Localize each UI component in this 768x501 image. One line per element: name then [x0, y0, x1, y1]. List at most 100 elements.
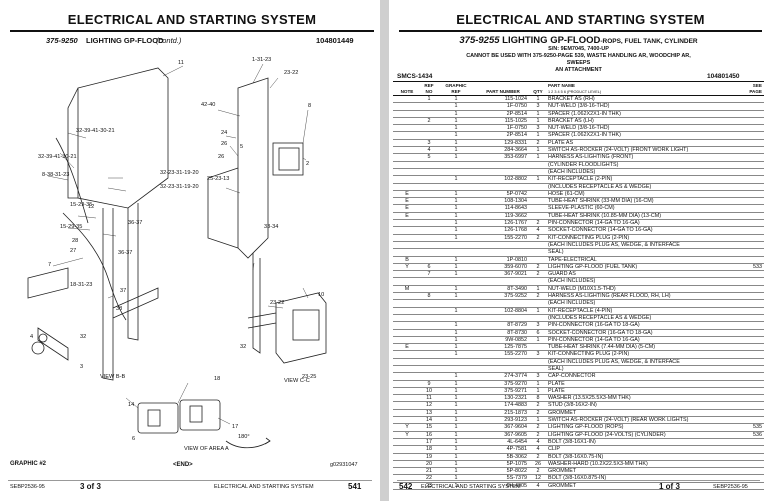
- qty-cell: 1: [536, 307, 540, 314]
- part-name-cell: KIT-CONNECTING PLUG (2-PIN): [548, 234, 630, 241]
- note-line-2: SWEEPS: [566, 60, 591, 66]
- graphic-ref-cell: 1: [454, 373, 458, 380]
- left-group-suffix: (contd.): [156, 36, 182, 45]
- left-footer-page-number: 541: [348, 482, 362, 491]
- note-cell: Y: [405, 431, 409, 438]
- part-number-cell: 115-1024: [504, 96, 527, 102]
- part-number-cell: 119-3662: [504, 212, 527, 219]
- part-number-cell: 125-7875: [504, 344, 527, 351]
- part-name-cell: CAP-CONNECTOR: [548, 373, 596, 380]
- table-row: SEAL): [393, 366, 764, 374]
- part-number-cell: 375-9271: [504, 387, 527, 394]
- graphic-ref-cell: 1: [454, 424, 458, 431]
- qty-cell: 4: [536, 438, 540, 445]
- part-number-cell: 1P-0810: [506, 256, 527, 263]
- part-number-cell: 5P-0742: [506, 190, 527, 197]
- part-name-cell: HARNESS AS-LIGHTING (FRONT): [548, 154, 634, 161]
- qty-cell: 2: [536, 424, 540, 431]
- graphic-ref-cell: 1: [454, 351, 458, 358]
- left-page-title: ELECTRICAL AND STARTING SYSTEM: [10, 12, 374, 32]
- note-cell: Y: [405, 424, 409, 431]
- part-name-cell: (INCLUDES RECEPTACLE AS & WEDGE): [548, 314, 652, 321]
- callout-42-40: 42-40: [201, 102, 215, 108]
- note-cell: E: [405, 198, 409, 205]
- callout-8-38-31-23: 8-38-31-23: [42, 172, 69, 178]
- rops-post-left: [102, 208, 114, 381]
- ref-no-cell: 19: [426, 453, 432, 460]
- graphic-ref-cell: 1: [454, 263, 458, 270]
- rops-post-right: [127, 203, 139, 341]
- table-row: (INCLUDES RECEPTACLE AS & WEDGE): [393, 184, 764, 191]
- callout-4: 4: [30, 334, 33, 340]
- ref-no-cell: 13: [426, 409, 432, 416]
- table-row: (CYLINDER FLOODLIGHTS): [393, 162, 764, 169]
- lamp-bracket-arm: [207, 167, 239, 249]
- graphic-ref-cell: 1: [454, 117, 458, 124]
- qty-cell: 2: [536, 431, 540, 438]
- graphic-ref-cell: 1: [454, 190, 458, 197]
- part-number-cell: 4P-7581: [506, 446, 527, 453]
- ref-no-cell: 15: [426, 424, 432, 431]
- parts-table-header: NOTE REF NO GRAPHIC REF PART NUMBER QTY …: [393, 81, 764, 96]
- part-number-cell: 284-3664: [504, 147, 527, 154]
- callout-33-34: 33-34: [264, 224, 278, 230]
- part-number-cell: 8T-3490: [507, 285, 527, 292]
- callout-12: 12: [88, 204, 94, 210]
- note-cell: E: [405, 205, 409, 212]
- lamp-bracket: [237, 77, 269, 259]
- right-group-desc: -ROPS, FUEL TANK, CYLINDER: [600, 38, 698, 45]
- graphic-ref-cell: 1: [454, 409, 458, 416]
- right-doc-number: 104801450: [707, 73, 740, 80]
- part-name-cell: (EACH INCLUDES): [548, 168, 596, 175]
- part-number-cell: 174-4883: [504, 402, 527, 409]
- qty-cell: 1: [536, 147, 540, 154]
- rops-frame-side: [67, 87, 79, 199]
- part-number-cell: 359-6070: [504, 263, 527, 270]
- qty-cell: 1: [536, 96, 540, 102]
- callout-18: 18: [214, 376, 220, 382]
- lamp-housing-lower: [275, 292, 327, 364]
- part-number-cell: 102-8804: [504, 307, 527, 314]
- graphic-ref-cell: 1: [454, 460, 458, 467]
- callout-17: 17: [232, 424, 238, 430]
- part-name-cell: SLEEVE-PLASTIC (60-CM): [548, 205, 615, 212]
- qty-cell: 8: [536, 395, 540, 402]
- part-name-cell: (INCLUDES RECEPTACLE AS & WEDGE): [548, 183, 652, 190]
- part-name-cell: TUBE-HEAT SHRINK (10.85-MM DIA) (13-CM): [548, 212, 662, 219]
- callout-26a: 26: [221, 141, 227, 147]
- graphic-ref-cell: 1: [454, 446, 458, 453]
- leader-lines: [47, 63, 309, 425]
- callout-38: 38: [116, 306, 122, 312]
- right-group-code: 375-9255: [459, 35, 500, 46]
- qty-cell: 1: [536, 387, 540, 394]
- callout-32-39-41-30-21-a: 32-39-41-30-21: [76, 128, 115, 134]
- part-name-cell: PLATE: [548, 380, 565, 387]
- callout-10: 10: [318, 292, 324, 298]
- qty-cell: 1: [536, 176, 540, 183]
- graphic-ref-cell: 1: [454, 271, 458, 278]
- callout-18-31-23: 18-31-23: [70, 282, 92, 288]
- lamp-housing-top: [272, 142, 304, 176]
- ref-no-cell: 9: [427, 380, 431, 387]
- callout-14: 14: [128, 402, 134, 408]
- qty-cell: 1: [536, 132, 540, 139]
- callout-26b: 26: [218, 154, 224, 160]
- qty-cell: 6: [536, 329, 540, 336]
- part-name-cell: (CYLINDER FLOODLIGHTS): [548, 161, 619, 168]
- col-ref-b: NO: [425, 89, 433, 94]
- part-name-cell: SPACER (1.062X2X1-IN THK): [548, 110, 621, 117]
- part-name-cell: NUT-WELD (3/8-16-THD): [548, 125, 610, 132]
- note-cell: E: [405, 212, 409, 219]
- end-label: <END>: [173, 462, 193, 468]
